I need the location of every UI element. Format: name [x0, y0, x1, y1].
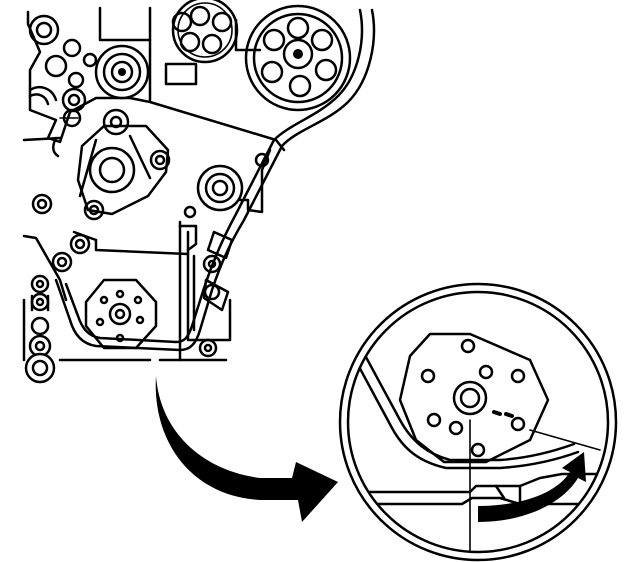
camshaft-gear-left [171, 0, 239, 64]
crankshaft-sprocket [84, 278, 158, 350]
detail-magnifier [338, 282, 618, 562]
upper-left-gear-cluster [28, 14, 98, 128]
curved-arrow-icon [155, 376, 338, 522]
belt-tensioner [76, 108, 171, 221]
rotation-direction-arrow-icon [478, 452, 586, 522]
upper-idler-pulley [94, 44, 150, 100]
cover-tab [164, 62, 198, 86]
detail-content [349, 332, 607, 551]
camshaft-gear-right [244, 4, 352, 112]
engine-front-view [22, 0, 376, 384]
belt-guide-bracket [178, 224, 234, 332]
cover-bolts [31, 152, 270, 358]
middle-idler-pulley [196, 164, 244, 212]
left-bolt-chain [24, 274, 56, 384]
